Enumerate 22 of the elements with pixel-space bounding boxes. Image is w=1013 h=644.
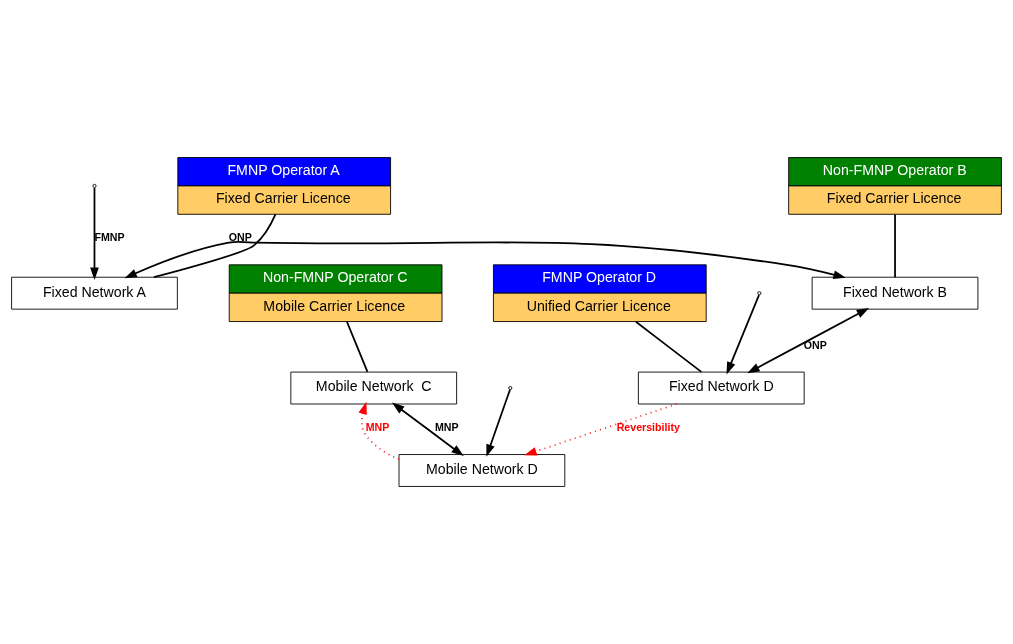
edge-label: FMNP	[94, 231, 125, 244]
arrow	[124, 240, 846, 279]
edge-label: ONP	[228, 231, 252, 244]
arrow	[726, 294, 760, 375]
edge-label: MNP	[434, 421, 459, 434]
connector	[894, 213, 896, 279]
arrow	[747, 307, 870, 374]
arrow	[358, 401, 400, 461]
arrow	[391, 402, 464, 457]
node-box: Fixed Network D	[637, 371, 805, 405]
connector	[346, 320, 369, 373]
edge-label: MNP	[365, 421, 390, 434]
node-box: Mobile Network D	[398, 454, 566, 487]
arrow	[90, 187, 99, 280]
connector	[635, 320, 703, 373]
arrow	[524, 403, 678, 456]
node-box: Fixed Network A	[11, 276, 178, 310]
node-box: Fixed Network B	[811, 276, 979, 310]
node-box: Mobile Network C	[290, 371, 458, 405]
edge-label: ONP	[803, 338, 827, 351]
arrow	[486, 388, 511, 457]
edge-label: Reversibility	[616, 421, 680, 434]
